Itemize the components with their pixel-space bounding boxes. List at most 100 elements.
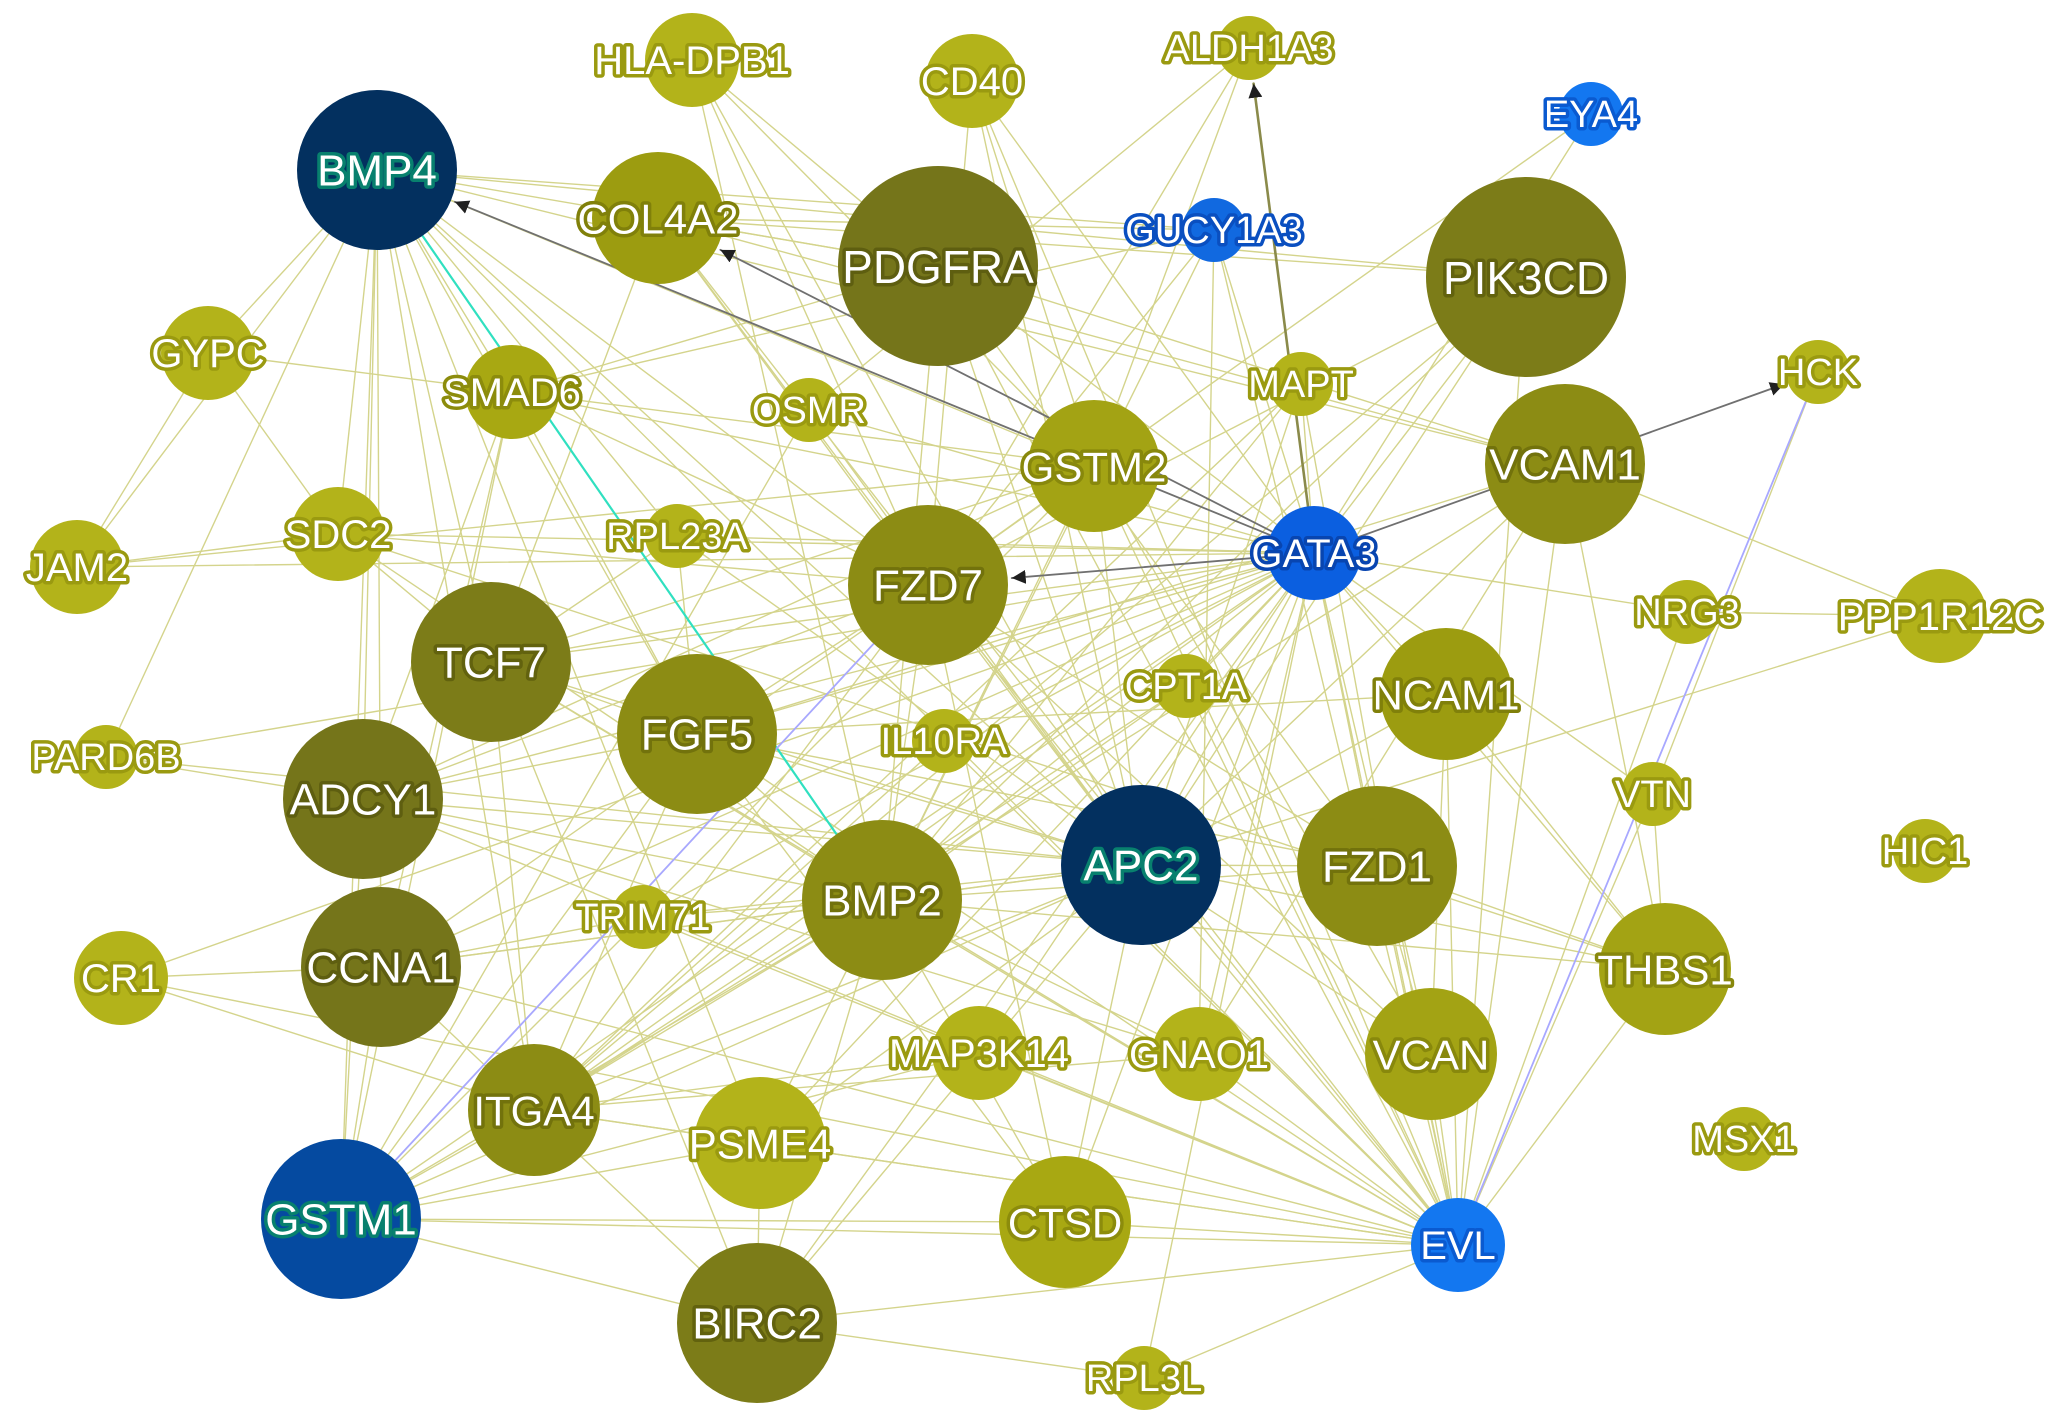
- edge-tcf7-birc2: [490, 661, 758, 1324]
- node-fzd7[interactable]: FZD7: [848, 505, 1008, 665]
- node-psme4[interactable]: PSME4: [685, 1077, 835, 1209]
- node-cd40[interactable]: CD40: [917, 34, 1027, 128]
- edge-gata3-rpl3l: [1143, 552, 1315, 1379]
- node-tcf7[interactable]: TCF7: [411, 582, 571, 742]
- node-apc2[interactable]: APC2: [1061, 785, 1221, 945]
- edge-vcam1-gnao1: [1198, 463, 1566, 1055]
- node-hla-dpb1[interactable]: HLA-DPB1: [591, 13, 793, 107]
- node-cpt1a[interactable]: CPT1A: [1121, 654, 1251, 718]
- node-pdgfra[interactable]: PDGFRA: [838, 166, 1038, 366]
- edge-bmp4-pard6b: [105, 169, 378, 758]
- node-col4a2[interactable]: COL4A2: [574, 152, 742, 284]
- edge-bmp2-thbs1: [881, 899, 1666, 970]
- node-ncam1[interactable]: NCAM1: [1369, 628, 1523, 760]
- node-hic1-circle: [1893, 819, 1957, 883]
- node-label: HLA-DPB1: [594, 39, 790, 83]
- node-label: PPP1R12C: [1838, 595, 2043, 639]
- edge-aldh1a3-gstm2: [1093, 47, 1250, 467]
- node-label: THBS1: [1597, 947, 1732, 994]
- edge-bmp4-apc2: [376, 169, 1142, 866]
- node-fgf5[interactable]: FGF5: [617, 654, 777, 814]
- node-gnao1-circle: [1152, 1007, 1246, 1101]
- node-bmp4[interactable]: BMP4: [297, 90, 457, 250]
- node-gata3-circle: [1267, 506, 1361, 600]
- node-pard6b[interactable]: PARD6B: [28, 725, 184, 789]
- node-fzd1-circle: [1297, 786, 1457, 946]
- node-thbs1[interactable]: THBS1: [1594, 903, 1736, 1035]
- edge-gnao1-itga4: [533, 1053, 1200, 1111]
- node-ppp1r12c[interactable]: PPP1R12C: [1834, 569, 2046, 663]
- node-birc2[interactable]: BIRC2: [677, 1243, 837, 1403]
- node-cr1[interactable]: CR1: [74, 931, 168, 1025]
- edge-hck-vtn: [1652, 371, 1819, 795]
- node-label: EYA4: [1544, 94, 1638, 136]
- node-msx1[interactable]: MSX1: [1689, 1107, 1799, 1171]
- node-vcan[interactable]: VCAN: [1365, 988, 1497, 1120]
- node-rpl3l-circle: [1112, 1346, 1176, 1410]
- node-vtn[interactable]: VTN: [1612, 762, 1695, 826]
- node-nrg3[interactable]: NRG3: [1631, 580, 1743, 644]
- edge-hla-dpb1-bmp2: [691, 59, 883, 901]
- node-hic1[interactable]: HIC1: [1878, 819, 1972, 883]
- node-rpl3l[interactable]: RPL3L: [1082, 1346, 1206, 1410]
- edge-gata3-nrg3: [1313, 552, 1688, 613]
- node-itga4-circle: [468, 1044, 600, 1176]
- edge-evl-rpl3l: [1143, 1244, 1459, 1379]
- node-gnao1[interactable]: GNAO1: [1125, 1007, 1273, 1101]
- node-ppp1r12c-circle: [1893, 569, 1987, 663]
- node-il10ra[interactable]: IL10RA: [877, 709, 1012, 773]
- node-gucy1a3[interactable]: GUCY1A3: [1122, 198, 1306, 262]
- edge-apc2-evl: [1140, 864, 1459, 1246]
- node-bmp2[interactable]: BMP2: [802, 820, 962, 980]
- edge-aldh1a3-fzd7: [927, 47, 1250, 586]
- node-smad6-circle: [465, 345, 559, 439]
- node-vcam1[interactable]: VCAM1: [1485, 384, 1645, 544]
- node-ccna1[interactable]: CCNA1: [301, 887, 461, 1047]
- node-jam2[interactable]: JAM2: [22, 520, 132, 614]
- node-rpl23a[interactable]: RPL23A: [603, 504, 752, 568]
- node-hla-dpb1-circle: [645, 13, 739, 107]
- node-ctsd-circle: [999, 1156, 1131, 1288]
- node-gata3[interactable]: GATA3: [1248, 506, 1380, 600]
- node-adcy1[interactable]: ADCY1: [283, 719, 443, 879]
- node-sdc2[interactable]: SDC2: [281, 487, 395, 581]
- edge-bmp4-gstm1: [340, 169, 378, 1220]
- node-gypc[interactable]: GYPC: [148, 306, 268, 400]
- node-ccna1-circle: [301, 887, 461, 1047]
- node-osmr[interactable]: OSMR: [749, 378, 870, 442]
- node-gstm2[interactable]: GSTM2: [1018, 400, 1170, 532]
- node-aldh1a3[interactable]: ALDH1A3: [1161, 16, 1337, 80]
- node-trim71[interactable]: TRIM71: [572, 885, 714, 949]
- node-gstm1[interactable]: GSTM1: [261, 1139, 421, 1299]
- node-hck[interactable]: HCK: [1774, 340, 1862, 404]
- node-trim71-circle: [611, 885, 675, 949]
- node-map3k14[interactable]: MAP3K14: [885, 1006, 1073, 1100]
- edge-adcy1-gnao1: [362, 798, 1200, 1055]
- node-label: FZD7: [873, 562, 983, 611]
- node-pik3cd[interactable]: PIK3CD: [1426, 177, 1626, 377]
- node-label: GSTM2: [1022, 444, 1167, 491]
- edge-gata3-bmp4: [453, 200, 1315, 554]
- edge-gata3-trim71: [642, 552, 1315, 918]
- node-eya4[interactable]: EYA4: [1540, 82, 1642, 146]
- node-ncam1-circle: [1380, 628, 1512, 760]
- node-birc2-circle: [677, 1243, 837, 1403]
- edge-gucy1a3-bmp2: [881, 229, 1215, 901]
- edge-pard6b-apc2: [105, 756, 1142, 866]
- edge-gstm1-evl: [340, 1218, 1459, 1246]
- node-smad6[interactable]: SMAD6: [440, 345, 584, 439]
- node-evl[interactable]: EVL: [1411, 1198, 1505, 1292]
- node-mapt-circle: [1269, 352, 1333, 416]
- node-ctsd[interactable]: CTSD: [999, 1156, 1131, 1288]
- edge-rpl23a-apc2: [676, 535, 1142, 866]
- node-fzd1[interactable]: FZD1: [1297, 786, 1457, 946]
- edge-ncam1-evl: [1445, 693, 1459, 1246]
- node-itga4[interactable]: ITGA4: [468, 1044, 600, 1176]
- node-mapt[interactable]: MAPT: [1245, 352, 1357, 416]
- node-label: MAPT: [1248, 364, 1354, 406]
- edge-gstm2-jam2: [76, 465, 1095, 568]
- edge-vcam1-itga4: [533, 463, 1566, 1111]
- edge-apc2-birc2: [756, 864, 1142, 1324]
- node-label: VCAN: [1373, 1032, 1490, 1079]
